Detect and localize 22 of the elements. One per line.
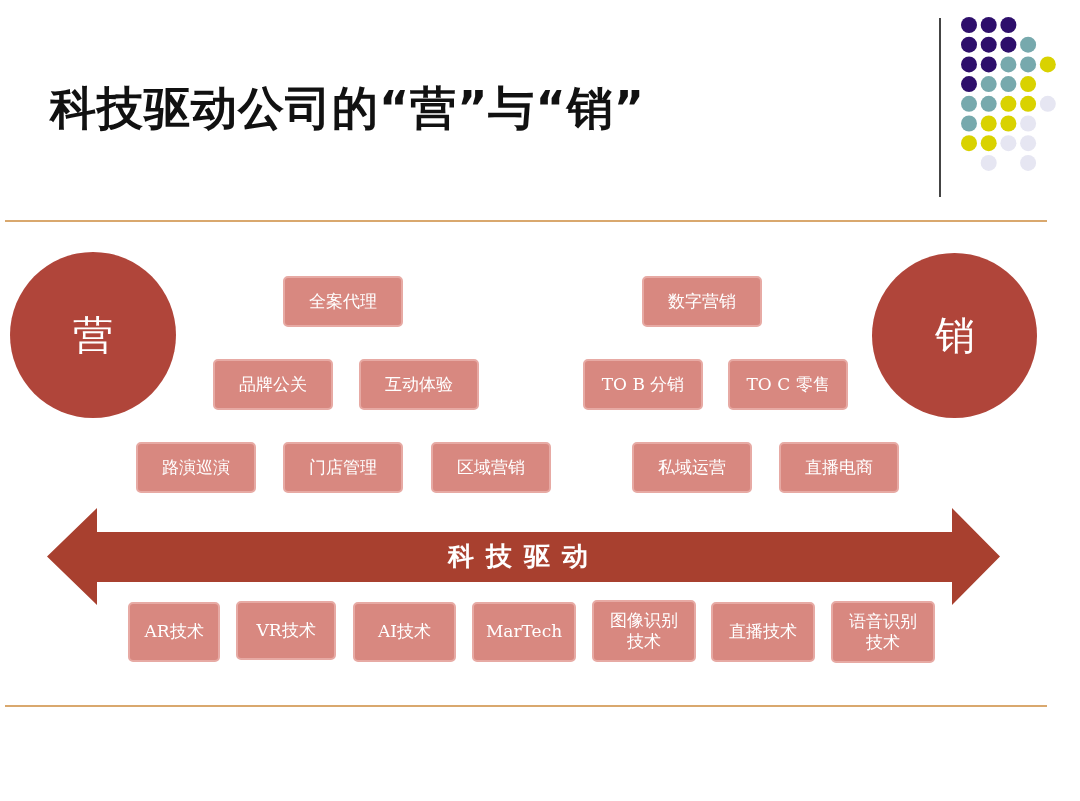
circle-node: 销 bbox=[872, 253, 1037, 418]
process-box: 直播技术 bbox=[711, 602, 815, 662]
circle-node: 营 bbox=[10, 252, 176, 418]
process-box: 数字营销 bbox=[642, 276, 762, 327]
process-box: VR技术 bbox=[236, 601, 336, 660]
process-box: 门店管理 bbox=[283, 442, 403, 493]
process-box: 图像识别技术 bbox=[592, 600, 696, 662]
process-box: 全案代理 bbox=[283, 276, 403, 327]
process-box: 语音识别技术 bbox=[831, 601, 935, 663]
process-box: AR技术 bbox=[128, 602, 220, 662]
process-box: TO B 分销 bbox=[583, 359, 703, 410]
title: 科技驱动公司的“营”与“销” bbox=[50, 80, 645, 137]
process-box: AI技术 bbox=[353, 602, 456, 662]
process-box: 互动体验 bbox=[359, 359, 479, 410]
process-box: 直播电商 bbox=[779, 442, 899, 493]
process-box: 私域运营 bbox=[632, 442, 752, 493]
double-arrow-band: 科技驱动 bbox=[47, 508, 1000, 605]
process-box: 路演巡演 bbox=[136, 442, 256, 493]
process-box: 品牌公关 bbox=[213, 359, 333, 410]
process-box: TO C 零售 bbox=[728, 359, 848, 410]
process-box: MarTech bbox=[472, 602, 576, 662]
process-box: 区域营销 bbox=[431, 442, 551, 493]
